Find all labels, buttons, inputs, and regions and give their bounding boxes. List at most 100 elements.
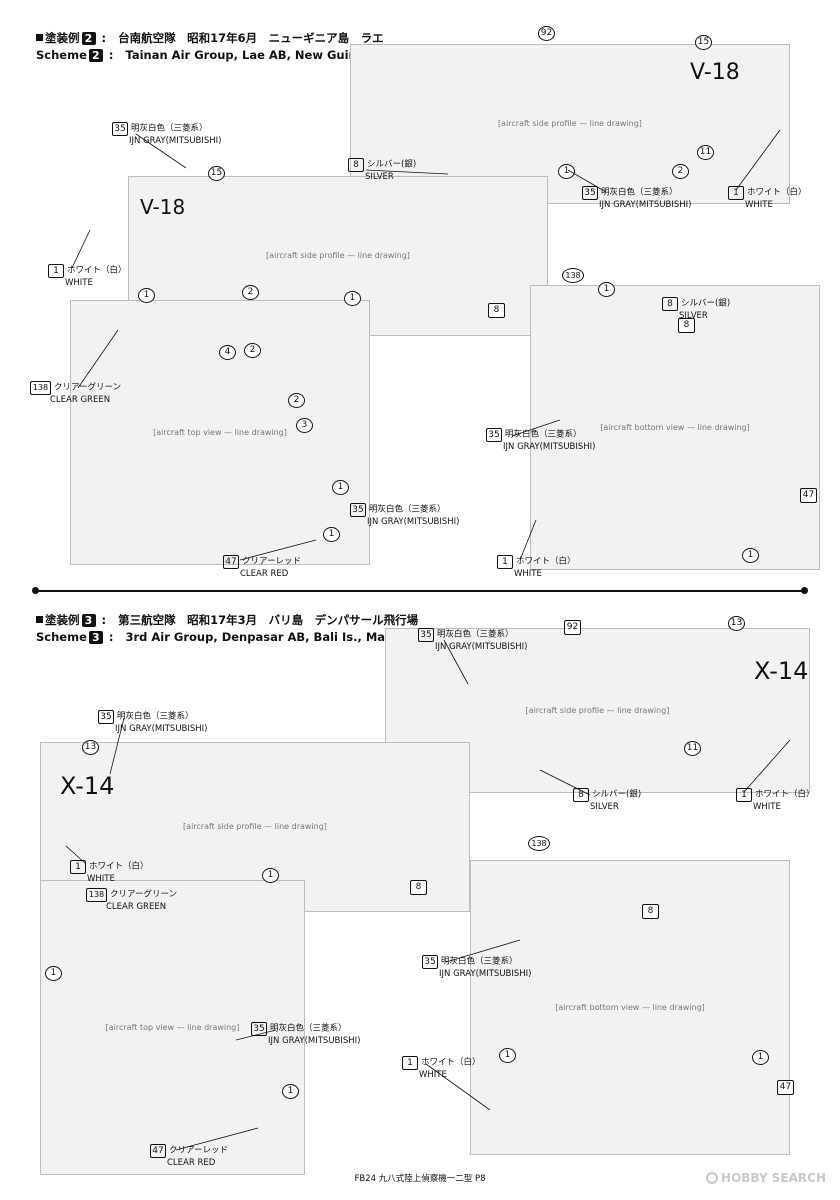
paint-number-badge: 8 [348,158,364,172]
scheme-number-badge: 3 [81,614,96,627]
paint-name-en: IJN GRAY(MITSUBISHI) [599,200,692,210]
paint-number-badge: 1 [48,264,64,278]
paint-name-en: IJN GRAY(MITSUBISHI) [503,442,596,452]
paint-name-en: WHITE [753,802,781,812]
page-footer: FB24 九八式陸上偵察機一二型 P8 [354,1174,486,1184]
callout: 3 [296,418,313,433]
scheme-number-badge: 2 [88,49,103,62]
callout: 2 [672,164,689,179]
callout: 2 [288,393,305,408]
paint-name-jp: ホワイト（白） [755,789,815,800]
paint-name-jp: クリアーグリーン [54,382,122,393]
paint-number-badge: 1 [497,555,513,569]
scheme-label-jp: 塗装例 [45,613,80,627]
paint-number-badge: 138 [30,381,51,395]
callout: 92 [538,26,555,41]
paint-number-badge: 35 [486,428,502,442]
paint-name-en: SILVER [679,311,708,321]
paint-name-en: CLEAR GREEN [50,395,111,405]
paint-name-en: CLEAR RED [167,1158,216,1168]
scheme-2-tail-code-left: V-18 [140,195,186,219]
scheme-title-en: Tainan Air Group, Lae AB, New Guinea Is. [125,48,392,62]
callout: 1 [752,1050,769,1065]
paint-name-en: CLEAR GREEN [106,902,167,912]
paint-name-jp: シルバー(銀) [592,789,642,800]
callout: 8 [678,318,695,333]
paint-number-badge: 35 [112,122,128,136]
scheme-3-tail-code-right: X-14 [754,657,809,685]
callout: 8 [488,303,505,318]
callout: 92 [564,620,581,635]
paint-name-jp: ホワイト（白） [89,861,149,872]
paint-number-badge: 35 [98,710,114,724]
paint-number-badge: 8 [662,297,678,311]
callout: 15 [208,166,225,181]
paint-name-en: IJN GRAY(MITSUBISHI) [367,517,460,527]
paint-number-badge: 35 [418,628,434,642]
paint-name-jp: クリアーレッド [169,1145,228,1156]
callout: 13 [728,616,745,631]
callout: 2 [244,343,261,358]
scheme-2-tail-code-right: V-18 [690,60,740,85]
scheme-3-tail-code-left: X-14 [60,772,115,800]
paint-name-jp: 明灰白色（三菱系） [117,711,194,722]
callout: 8 [410,880,427,895]
paint-name-jp: ホワイト（白） [516,556,576,567]
brand-text: HOBBY SEARCH [721,1171,826,1185]
divider-dot-right [801,587,808,594]
callout: 1 [262,868,279,883]
scheme-number-badge: 3 [88,631,103,644]
paint-number-badge: 47 [223,555,239,569]
paint-name-en: WHITE [87,874,115,884]
callout: 1 [138,288,155,303]
paint-name-jp: 明灰白色（三菱系） [441,956,518,967]
callout: 11 [684,741,701,756]
paint-name-en: WHITE [514,569,542,579]
paint-name-jp: 明灰白色（三菱系） [437,629,514,640]
paint-number-badge: 35 [251,1022,267,1036]
callout: 138 [562,268,584,283]
paint-name-en: IJN GRAY(MITSUBISHI) [115,724,208,734]
bullet-square-icon [36,34,43,41]
callout: 1 [45,966,62,981]
paint-number-badge: 35 [422,955,438,969]
paint-number-badge: 8 [573,788,589,802]
callout: 1 [344,291,361,306]
paint-name-en: WHITE [745,200,773,210]
callout: 15 [695,35,712,50]
paint-number-badge: 35 [350,503,366,517]
paint-name-en: WHITE [65,278,93,288]
paint-number-badge: 1 [728,186,744,200]
paint-name-jp: ホワイト（白） [67,265,127,276]
callout: 1 [323,527,340,542]
paint-name-jp: 明灰白色（三菱系） [369,504,446,515]
paint-name-en: IJN GRAY(MITSUBISHI) [129,136,222,146]
scheme-3-top-view-drawing: [aircraft top view — line drawing] [40,880,305,1175]
callout: 1 [499,1048,516,1063]
paint-number-badge: 1 [736,788,752,802]
callout: 2 [242,285,259,300]
callout: 11 [697,145,714,160]
